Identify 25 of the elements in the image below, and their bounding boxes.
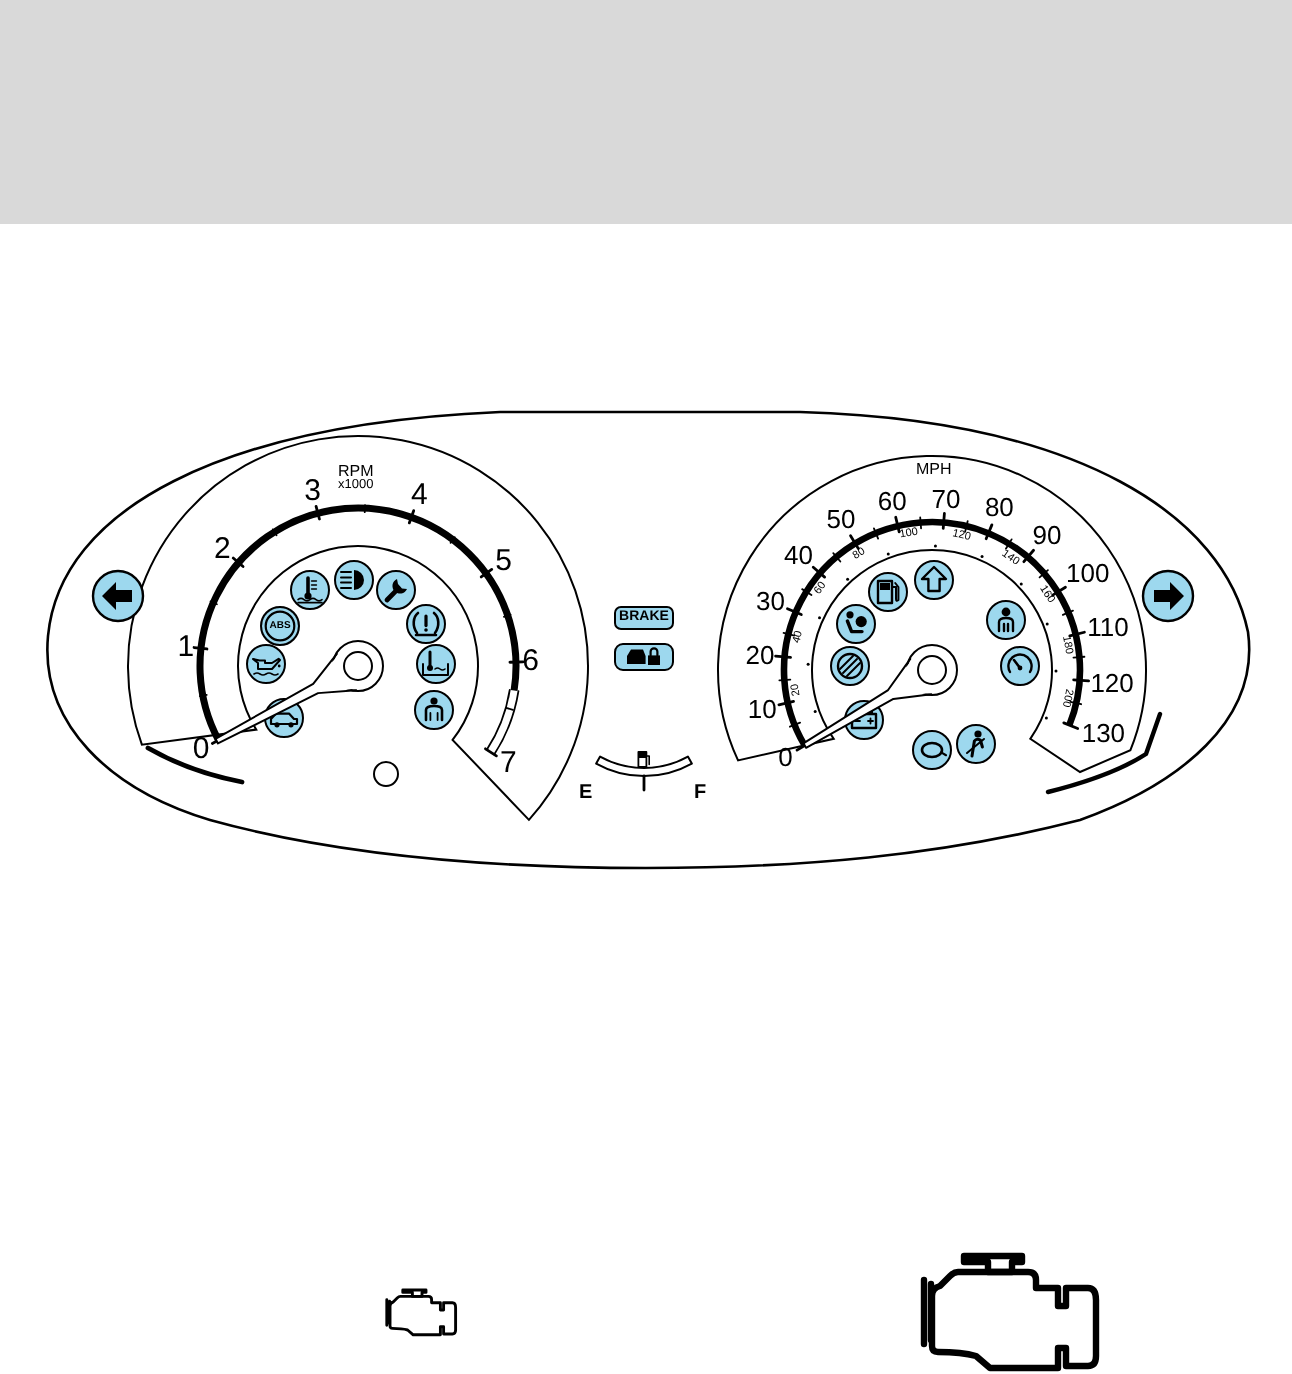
scale-number: 6 [522,646,539,677]
scale-number: 70 [931,485,961,512]
scale-number: 50 [826,506,856,533]
unit-label: RPM [338,464,374,480]
scale-number: 20 [745,641,775,668]
scale-number: 90 [1032,522,1062,549]
scale-number: 30 [755,588,785,615]
scale-number: 100 [1065,560,1110,587]
scale-number: 3 [304,476,321,507]
scale-number: 60 [877,487,907,514]
unit-label: MPH [916,462,952,478]
scale-number: 40 [784,541,813,568]
scale-number: 5 [495,546,512,576]
scale-number: 80 [984,494,1014,521]
scale-number: 10 [747,695,777,722]
gauge-letter: F [694,784,707,804]
scale-number: 110 [1087,613,1129,640]
scale-number: 7 [500,748,517,779]
scale-number: 130 [1081,720,1126,747]
gauge-letter: E [579,784,593,804]
scale-number: 1 [177,631,195,662]
scale-number: 120 [1090,669,1134,696]
scale-number: 2 [213,533,231,564]
scale-number: 4 [411,480,428,511]
scale-number: 0 [192,734,210,765]
